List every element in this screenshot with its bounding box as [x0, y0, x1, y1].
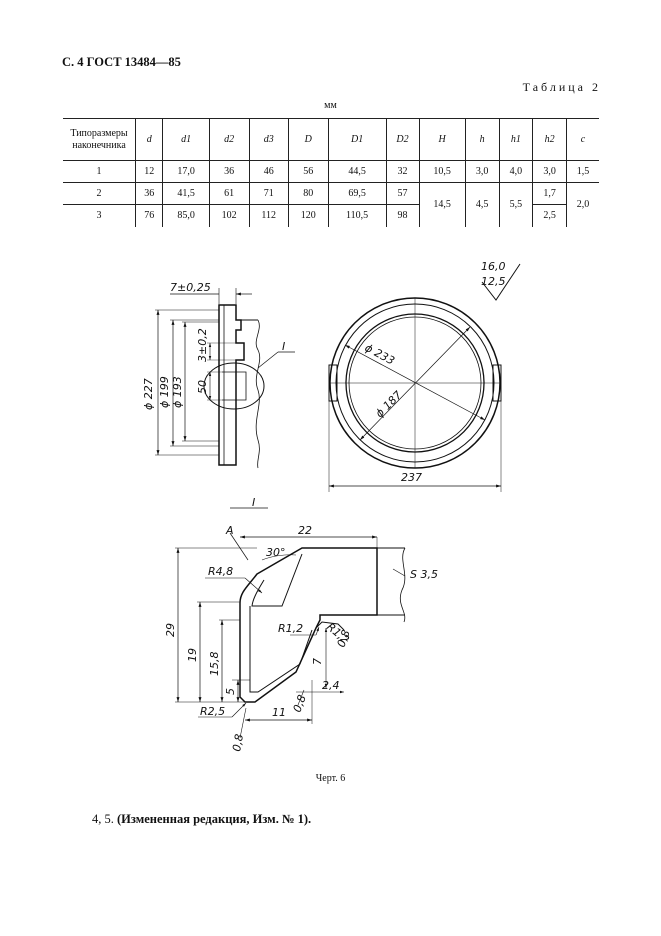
table-header-row: Типоразмеры наконечника d d1 d2 d3 D D1 … — [63, 118, 599, 161]
dim-08a-label: 0,8 — [335, 628, 353, 649]
footnote-prefix: 4, 5. — [92, 812, 117, 826]
table-cell: 3,0 — [532, 160, 567, 183]
units-label: мм — [324, 100, 337, 111]
dim-5-label: 5 — [224, 688, 237, 695]
col-header: d — [134, 118, 164, 161]
table-cell: 17,0 — [162, 160, 210, 183]
table-caption: Таблица 2 — [522, 80, 601, 94]
table-cell: 36 — [134, 182, 164, 205]
table-cell: 5,5 — [498, 182, 534, 227]
figure-caption: Черт. 6 — [315, 773, 346, 784]
table-cell: 71 — [248, 182, 289, 205]
dim-227-label: ϕ 227 — [142, 378, 155, 410]
table-row: 3 76 85,0 102 112 120 110,5 98 2,5 — [63, 204, 599, 227]
dim-width-label: 7±0,25 — [170, 281, 211, 294]
col-header: h — [464, 118, 500, 161]
table-cell: 76 — [134, 204, 164, 227]
table-cell: 14,5 — [418, 182, 466, 227]
dim-08c-label: 0,8 — [230, 733, 246, 752]
table-cell: 12 — [134, 160, 164, 183]
footnote: 4, 5. (Измененная редакция, Изм. № 1). — [92, 812, 311, 827]
col-header: h2 — [532, 118, 567, 161]
detail-callout: I — [282, 340, 285, 353]
thickness-label: S 3,5 — [410, 568, 438, 581]
radius-48-label: R4,8 — [208, 565, 233, 578]
table-cell: 2,5 — [532, 204, 567, 227]
table-cell: 46 — [248, 160, 289, 183]
dim-08b-label: 0,8 — [291, 693, 309, 714]
table-cell: 1,5 — [565, 160, 599, 183]
table-cell: 112 — [248, 204, 289, 227]
dimensions-table: Типоразмеры наконечника d d1 d2 d3 D D1 … — [63, 118, 599, 227]
table-cell: 98 — [385, 204, 420, 227]
dim-3-label: 3±0,2 — [196, 328, 209, 362]
side-section-view — [155, 288, 295, 469]
dim-24-label: 2,4 — [322, 679, 340, 692]
table-cell: 4,5 — [464, 182, 500, 227]
table-cell: 56 — [287, 160, 329, 183]
col-header: D2 — [385, 118, 420, 161]
table-row: 1 12 17,0 36 46 56 44,5 32 10,5 3,0 4,0 … — [63, 160, 599, 183]
col-header: d3 — [248, 118, 289, 161]
table-cell: 10,5 — [418, 160, 466, 183]
dim-50-label: 50 — [196, 380, 209, 394]
front-view — [328, 263, 521, 492]
dim-7-label: 7 — [311, 658, 324, 665]
dim-19-label: 19 — [186, 648, 199, 662]
table-cell: 120 — [287, 204, 329, 227]
dim-199-label: ϕ 199 — [158, 376, 171, 408]
dim-29-label: 29 — [164, 623, 177, 637]
roughness-lower: 12,5 — [481, 275, 506, 288]
detail-view — [175, 507, 406, 739]
table-cell: 85,0 — [162, 204, 210, 227]
col-header: D — [287, 118, 329, 161]
table-cell: 80 — [287, 182, 329, 205]
dim-158-label: 15,8 — [208, 652, 221, 677]
radius-25-label: R2,5 — [200, 705, 225, 718]
radius-12a-label: R1,2 — [278, 622, 303, 635]
col-header: h1 — [498, 118, 534, 161]
dim-11-label: 11 — [272, 706, 286, 719]
dim-193-label: ϕ 193 — [171, 376, 184, 408]
col-header: H — [418, 118, 466, 161]
angle-30-label: 30° — [266, 546, 286, 559]
table-cell: 1,7 — [532, 182, 567, 205]
detail-title: I — [252, 496, 255, 509]
dim-237-label: 237 — [401, 471, 422, 484]
table-row: 2 36 41,5 61 71 80 69,5 57 14,5 4,5 5,5 … — [63, 182, 599, 227]
label-a: A — [225, 524, 234, 537]
table-cell: 2,0 — [565, 182, 599, 227]
table-cell: 41,5 — [162, 182, 210, 205]
footnote-bold: (Измененная редакция, Изм. № 1). — [117, 812, 312, 826]
dim-187-label: ϕ 187 — [373, 388, 405, 420]
page-header: С. 4 ГОСТ 13484—85 — [62, 55, 181, 69]
roughness-upper: 16,0 — [481, 260, 506, 273]
dim-22-label: 22 — [298, 524, 312, 537]
